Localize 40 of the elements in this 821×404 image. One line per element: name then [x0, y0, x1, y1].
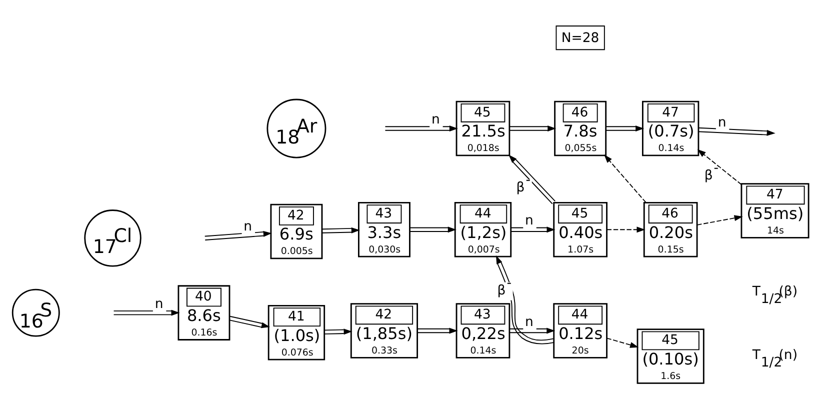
node-box: 41 (1.0s) 0.076s	[268, 305, 326, 360]
edge-label: n	[718, 115, 726, 130]
node-box: 42 6.9s 0.005s	[270, 204, 323, 260]
edge-label: n	[244, 219, 252, 234]
arrow	[604, 154, 646, 203]
node-box: 45 21.5s 0,018s	[456, 100, 510, 156]
arrow	[508, 154, 556, 204]
arrow	[606, 226, 646, 233]
node-box: 44 (1,2s) 0,007s	[454, 202, 512, 258]
arrow	[698, 127, 776, 136]
arrow	[204, 230, 272, 240]
node-box: 47 (0.7s) 0.14s	[642, 100, 700, 156]
edge-label: n	[154, 296, 164, 312]
node-box: 46 7.8s 0,055s	[554, 100, 607, 156]
node-box: 44 0.12s 20s	[553, 303, 608, 358]
edge-label: n	[525, 314, 534, 330]
node-box: 47 (55ms) 14s	[740, 183, 810, 238]
node-box: 46 0.20s 0.15s	[643, 202, 698, 258]
arrow	[384, 126, 458, 132]
node-box: 40 8.6s 0.16s	[178, 285, 230, 340]
node-box: 43 3.3s 0,030s	[358, 202, 410, 258]
node-box: 45 0.40s 1.07s	[553, 202, 608, 258]
arrow	[510, 226, 556, 233]
arrow	[324, 328, 352, 335]
label: N=28	[561, 30, 600, 46]
edge-label: n	[431, 112, 440, 128]
arrow	[113, 310, 180, 316]
edge-label: n	[525, 214, 534, 229]
node-box: 45 (0.10s) 1.6s	[636, 328, 704, 384]
arrow	[228, 316, 270, 328]
arrow	[696, 215, 743, 226]
arrow	[509, 328, 556, 334]
arrow	[509, 126, 556, 132]
arrow	[322, 227, 360, 234]
arrow	[416, 328, 458, 334]
arrow	[606, 338, 639, 348]
node-box: 42 (1,85s) 0.33s	[350, 303, 418, 358]
arrow	[409, 226, 456, 233]
node-box: 43 0,22s 0.14s	[456, 303, 510, 358]
arrow	[605, 126, 644, 132]
